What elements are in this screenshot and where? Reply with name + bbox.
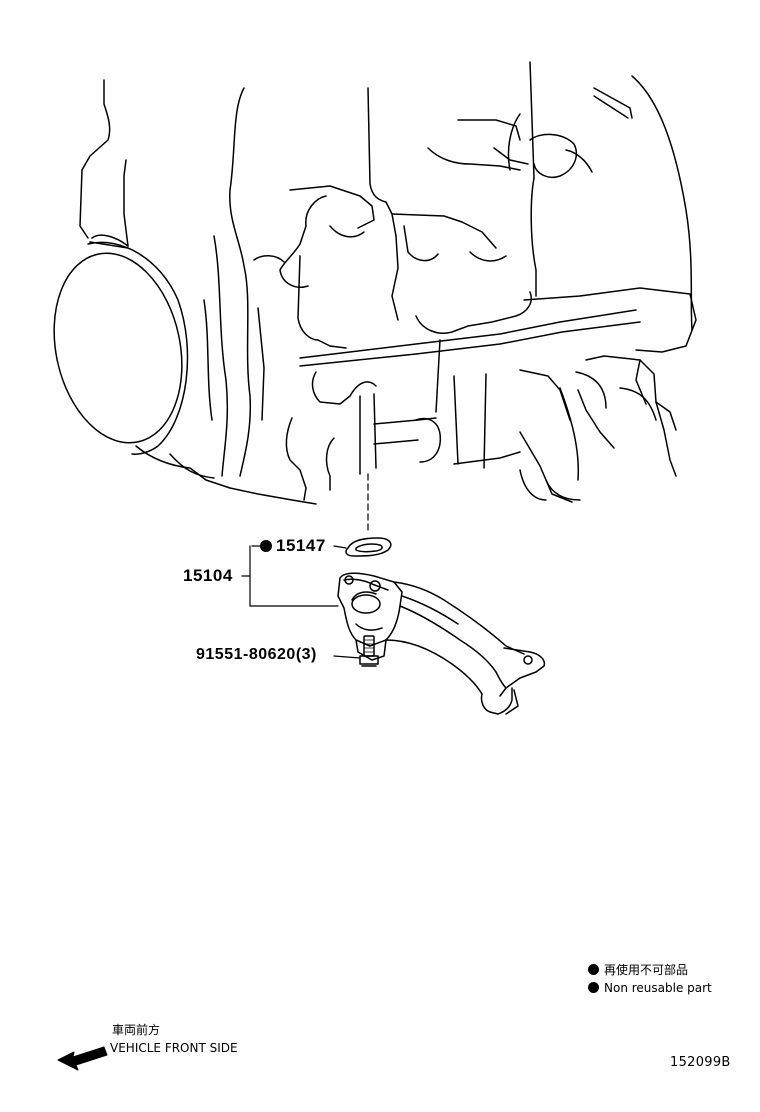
callout-91551-text: 91551-80620(3)	[196, 646, 317, 663]
callout-15104: 15104	[183, 566, 233, 586]
front-arrow-icon	[57, 1046, 108, 1071]
non-reusable-dot-icon	[260, 540, 272, 552]
non-reusable-dot-icon	[588, 964, 599, 975]
front-label-jp-text: 車両前方	[112, 1023, 161, 1037]
legend-en: Non reusable part	[588, 981, 712, 995]
front-label-en-text: VEHICLE FRONT SIDE	[110, 1041, 238, 1055]
oil-strainer-group	[241, 473, 546, 715]
engine-block	[53, 61, 697, 505]
illustration-code: 152099B	[670, 1055, 731, 1070]
legend-jp: 再使用不可部品	[588, 961, 688, 978]
gasket-15147	[345, 537, 392, 557]
callout-91551-80620: 91551-80620(3)	[196, 646, 317, 664]
callout-15147: 15147	[260, 536, 326, 556]
legend-jp-text: 再使用不可部品	[604, 963, 689, 977]
callout-15147-text: 15147	[276, 536, 326, 555]
illustration-code-text: 152099B	[670, 1055, 731, 1070]
crank-pulley	[53, 234, 189, 455]
front-label-en: VEHICLE FRONT SIDE	[110, 1041, 238, 1055]
front-label-jp: 車両前方	[112, 1021, 160, 1038]
legend-en-text: Non reusable part	[604, 981, 712, 995]
leader-lines	[241, 545, 361, 659]
oil-strainer-15104	[337, 572, 546, 715]
bolt-91551-80620	[359, 635, 379, 667]
callout-15104-text: 15104	[183, 566, 233, 585]
non-reusable-dot-icon	[588, 982, 599, 993]
